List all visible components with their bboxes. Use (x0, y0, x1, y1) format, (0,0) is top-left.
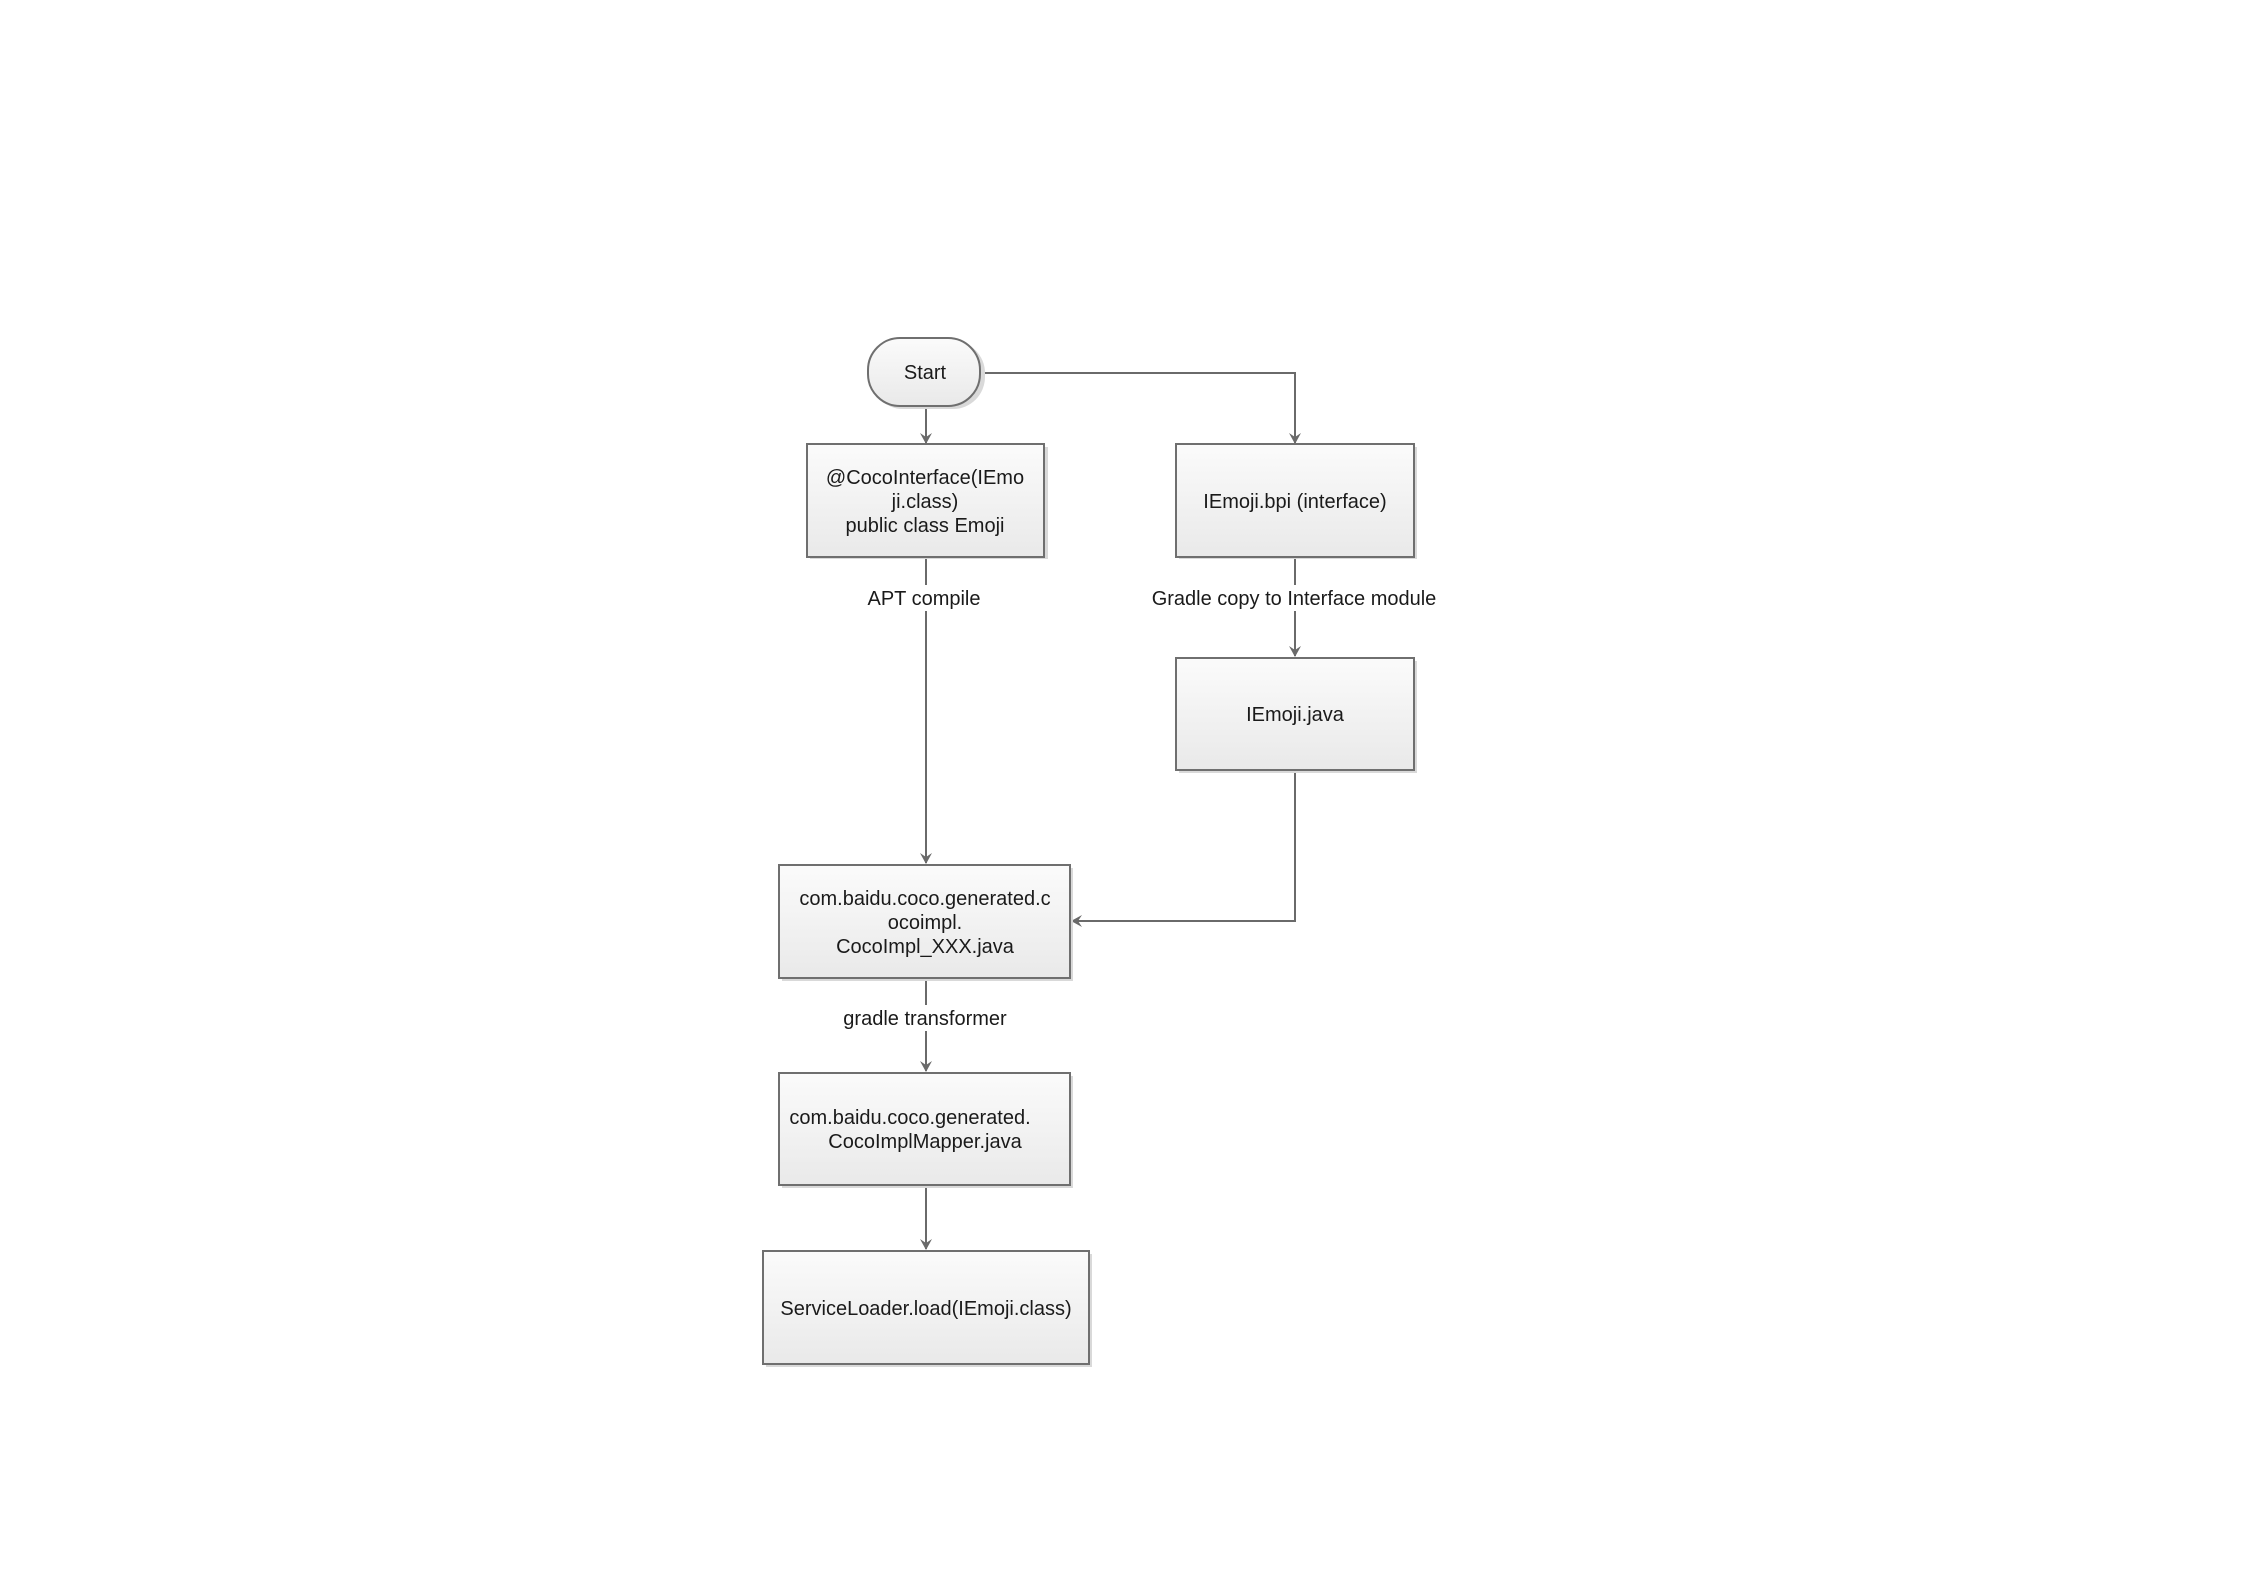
node-bpi-label: IEmoji.bpi (interface) (1203, 491, 1386, 513)
edge-label-gradle-copy: Gradle copy to Interface module (1152, 588, 1437, 610)
node-bpi: IEmoji.bpi (interface) (1175, 443, 1417, 559)
node-mapper: com.baidu.coco.generated. CocoImplMapper… (778, 1072, 1073, 1188)
node-loader: ServiceLoader.load(IEmoji.class) (762, 1250, 1092, 1367)
node-ijava: IEmoji.java (1175, 657, 1417, 773)
edge-label-gradle-transformer: gradle transformer (843, 1008, 1007, 1030)
node-start: Start (867, 337, 985, 409)
node-ijava-label: IEmoji.java (1246, 704, 1345, 726)
node-coco-interface: @CocoInterface(IEmo ji.class) public cla… (806, 443, 1048, 559)
node-coco-interface-line-2: ji.class) (891, 491, 959, 513)
edge-start-to-bpi (980, 372, 1301, 444)
node-coco-interface-line-3: public class Emoji (846, 515, 1005, 537)
node-coco-interface-line-1: @CocoInterface(IEmo (826, 467, 1024, 489)
node-cocoimpl-line-3: CocoImpl_XXX.java (836, 936, 1015, 958)
node-loader-label: ServiceLoader.load(IEmoji.class) (780, 1298, 1071, 1320)
node-mapper-line-1: com.baidu.coco.generated. (789, 1107, 1030, 1129)
node-cocoimpl-line-2: ocoimpl. (888, 912, 962, 934)
node-cocoimpl-line-1: com.baidu.coco.generated.c (799, 888, 1050, 910)
edge-label-apt-compile: APT compile (867, 588, 980, 610)
node-mapper-line-2: CocoImplMapper.java (828, 1131, 1022, 1153)
edge-ijava-to-cocoimpl (1071, 770, 1296, 927)
node-start-label: Start (904, 362, 947, 384)
node-cocoimpl: com.baidu.coco.generated.c ocoimpl. Coco… (778, 864, 1073, 981)
